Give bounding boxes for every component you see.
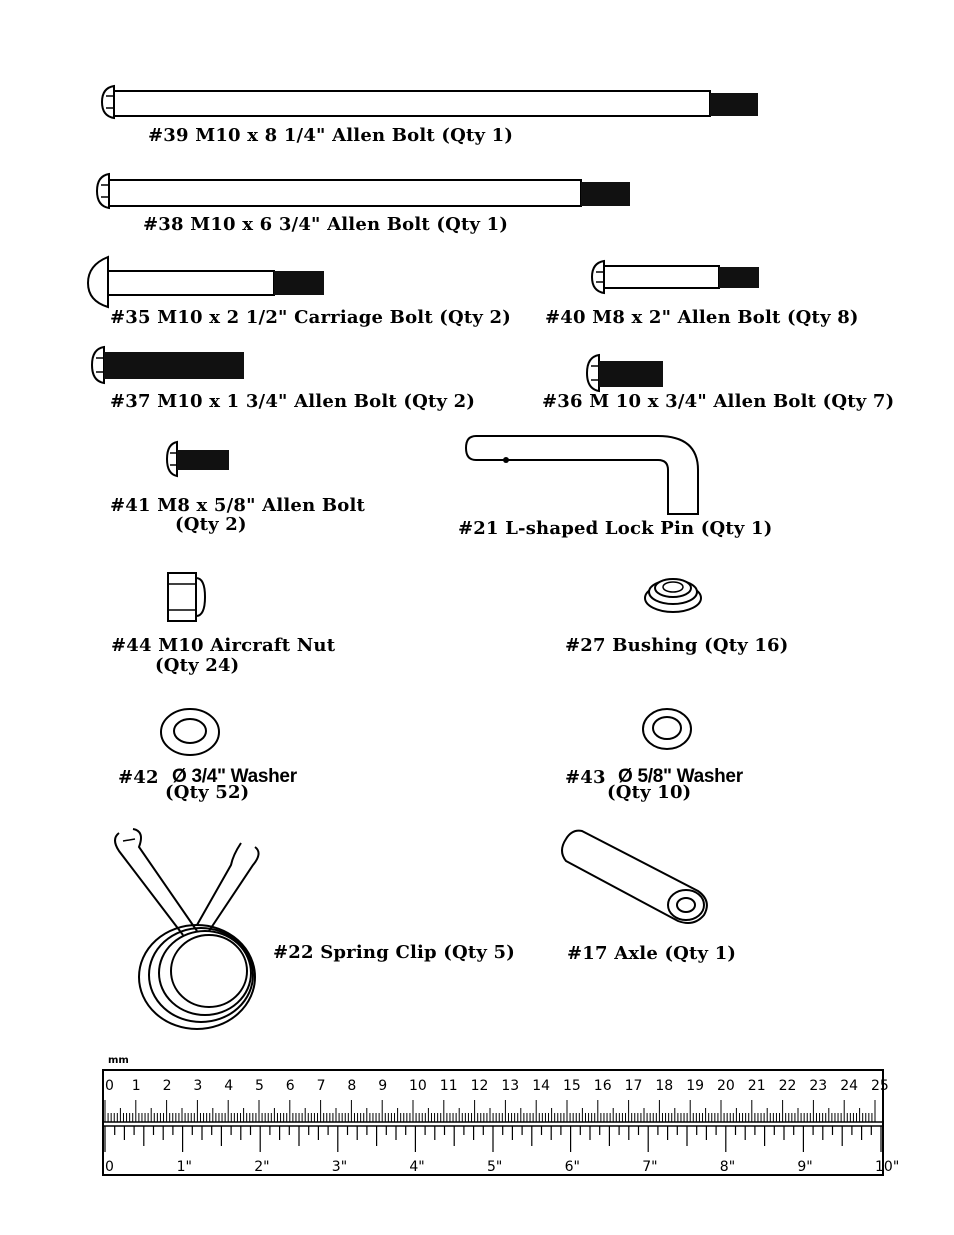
bushing-27-icon bbox=[644, 578, 702, 613]
part-40-label: #40 M8 x 2" Allen Bolt (Qty 8) bbox=[545, 307, 859, 328]
part-43-qty: (Qty 10) bbox=[607, 782, 692, 803]
cm-label: 12 bbox=[471, 1078, 489, 1094]
part-42-name: Ø 3/4" Washer bbox=[172, 766, 297, 787]
nut-44-icon bbox=[167, 572, 207, 622]
inch-label: 7" bbox=[642, 1159, 657, 1175]
part-21-label: #21 L-shaped Lock Pin (Qty 1) bbox=[458, 518, 773, 539]
part-36-label: #36 M 10 x 3/4" Allen Bolt (Qty 7) bbox=[542, 391, 895, 412]
part-17-label: #17 Axle (Qty 1) bbox=[567, 943, 737, 964]
part-44-qty: (Qty 24) bbox=[155, 655, 240, 676]
cm-label: 6 bbox=[286, 1078, 295, 1094]
cm-label: 4 bbox=[224, 1078, 233, 1094]
cm-label: 22 bbox=[779, 1078, 797, 1094]
cm-label: 24 bbox=[840, 1078, 858, 1094]
washer-42-icon bbox=[160, 708, 220, 756]
spring-clip-22-icon bbox=[114, 828, 260, 1030]
cm-label: 13 bbox=[501, 1078, 519, 1094]
inch-label: 0 bbox=[105, 1159, 114, 1175]
part-44-label: #44 M10 Aircraft Nut bbox=[111, 635, 336, 656]
part-42-number: #42 bbox=[118, 767, 159, 788]
bolt-37-icon bbox=[90, 345, 244, 385]
washer-43-icon bbox=[642, 708, 692, 750]
cm-label: 10 bbox=[409, 1078, 427, 1094]
axle-17-icon bbox=[561, 829, 708, 924]
part-42-qty: (Qty 52) bbox=[165, 782, 250, 803]
cm-label: 11 bbox=[440, 1078, 458, 1094]
inch-label: 5" bbox=[487, 1159, 502, 1175]
part-37-label: #37 M10 x 1 3/4" Allen Bolt (Qty 2) bbox=[110, 391, 476, 412]
bolt-38-icon bbox=[95, 172, 630, 210]
inch-label: 9" bbox=[797, 1159, 812, 1175]
part-43-number: #43 bbox=[565, 767, 606, 788]
cm-label: 5 bbox=[255, 1078, 264, 1094]
cm-label: 0 bbox=[105, 1078, 114, 1094]
cm-label: 20 bbox=[717, 1078, 735, 1094]
inch-label: 4" bbox=[409, 1159, 424, 1175]
cm-label: 21 bbox=[748, 1078, 766, 1094]
bolt-40-icon bbox=[590, 259, 759, 295]
cm-label: 17 bbox=[625, 1078, 643, 1094]
inch-label: 3" bbox=[332, 1159, 347, 1175]
part-27-label: #27 Bushing (Qty 16) bbox=[565, 635, 789, 656]
ruler-unit-label: mm bbox=[108, 1055, 129, 1066]
cm-label: 14 bbox=[532, 1078, 550, 1094]
cm-label: 3 bbox=[193, 1078, 202, 1094]
inch-label: 6" bbox=[565, 1159, 580, 1175]
cm-label: 1 bbox=[132, 1078, 141, 1094]
cm-label: 23 bbox=[809, 1078, 827, 1094]
cm-label: 8 bbox=[347, 1078, 356, 1094]
inch-label: 2" bbox=[254, 1159, 269, 1175]
cm-label: 16 bbox=[594, 1078, 612, 1094]
cm-label: 15 bbox=[563, 1078, 581, 1094]
cm-label: 25 bbox=[871, 1078, 889, 1094]
bolt-41-icon bbox=[165, 440, 229, 478]
inch-label: 1" bbox=[177, 1159, 192, 1175]
part-35-label: #35 M10 x 2 1/2" Carriage Bolt (Qty 2) bbox=[110, 307, 511, 328]
part-39-label: #39 M10 x 8 1/4" Allen Bolt (Qty 1) bbox=[148, 125, 514, 146]
lock-pin-21-icon bbox=[464, 435, 699, 515]
cm-label: 9 bbox=[378, 1078, 387, 1094]
bolt-36-icon bbox=[585, 353, 663, 393]
part-38-label: #38 M10 x 6 3/4" Allen Bolt (Qty 1) bbox=[143, 214, 509, 235]
inch-label: 8" bbox=[720, 1159, 735, 1175]
cm-label: 7 bbox=[317, 1078, 326, 1094]
cm-label: 18 bbox=[655, 1078, 673, 1094]
cm-label: 2 bbox=[163, 1078, 172, 1094]
part-43-name: Ø 5/8" Washer bbox=[618, 766, 743, 787]
carriage-bolt-35-icon bbox=[86, 255, 324, 309]
part-41-label: #41 M8 x 5/8" Allen Bolt bbox=[110, 495, 365, 516]
part-22-label: #22 Spring Clip (Qty 5) bbox=[273, 942, 515, 963]
bolt-39-icon bbox=[100, 84, 758, 120]
part-41-qty: (Qty 2) bbox=[175, 514, 247, 535]
cm-label: 19 bbox=[686, 1078, 704, 1094]
inch-label: 10" bbox=[875, 1159, 899, 1175]
